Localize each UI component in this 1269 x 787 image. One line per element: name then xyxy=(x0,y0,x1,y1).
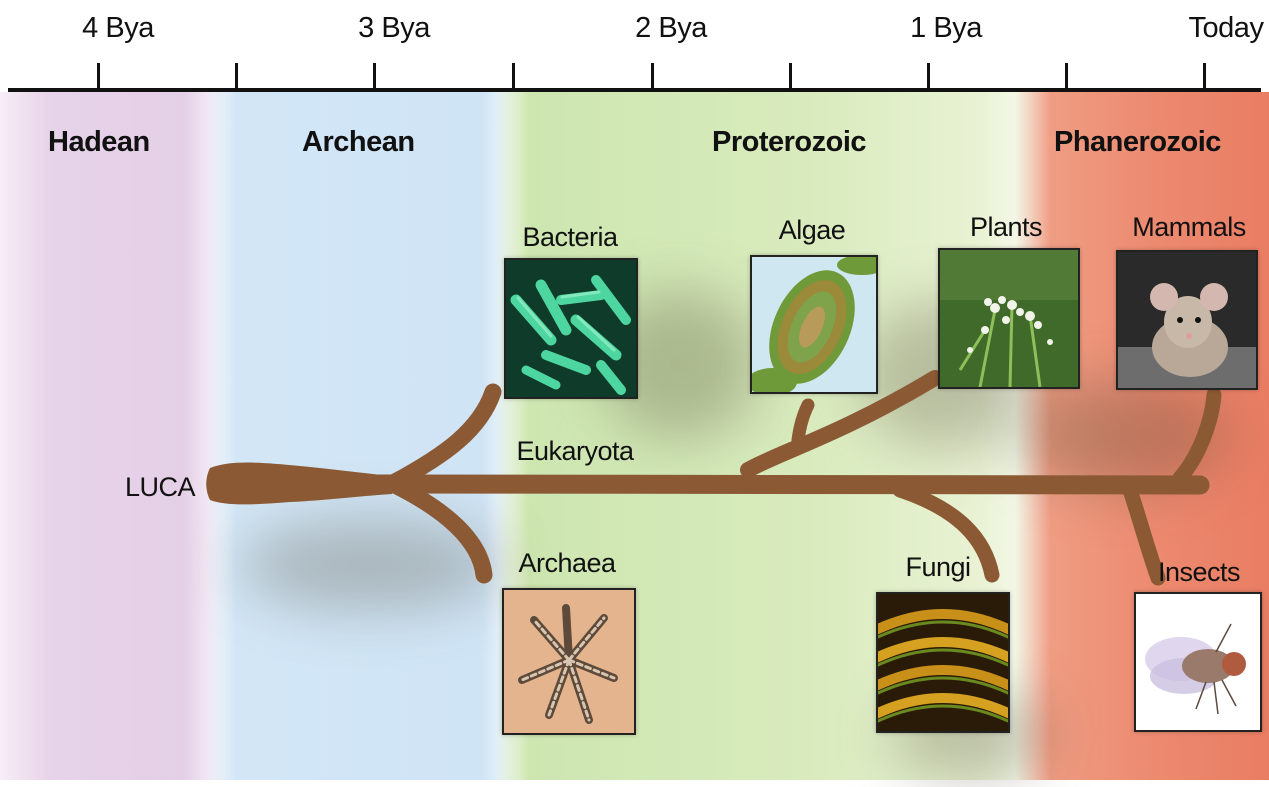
algae-photo xyxy=(750,255,878,394)
branch-algae xyxy=(798,405,808,440)
fungi-label: Fungi xyxy=(905,552,970,583)
mammals-photo xyxy=(1116,250,1258,390)
mammals-label: Mammals xyxy=(1132,212,1246,243)
bacteria-photo xyxy=(504,258,638,399)
branch-insects xyxy=(1130,490,1158,578)
luca-trunk xyxy=(206,463,392,505)
branch-mammals xyxy=(1180,395,1214,478)
fungi-photo xyxy=(876,592,1010,733)
eukaryota-label: Eukaryota xyxy=(516,436,633,467)
insects-label: Insects xyxy=(1158,557,1240,588)
plants-label: Plants xyxy=(970,212,1042,243)
algae-label: Algae xyxy=(779,215,846,246)
branch-eukaryota xyxy=(380,483,1200,485)
branch-archaea xyxy=(395,485,484,575)
bacteria-label: Bacteria xyxy=(522,222,617,253)
archaea-photo xyxy=(502,588,636,735)
luca-label: LUCA xyxy=(125,472,195,503)
insects-photo xyxy=(1134,592,1262,732)
branch-bacteria xyxy=(395,392,493,482)
archaea-label: Archaea xyxy=(518,548,615,579)
plants-photo xyxy=(938,248,1080,389)
